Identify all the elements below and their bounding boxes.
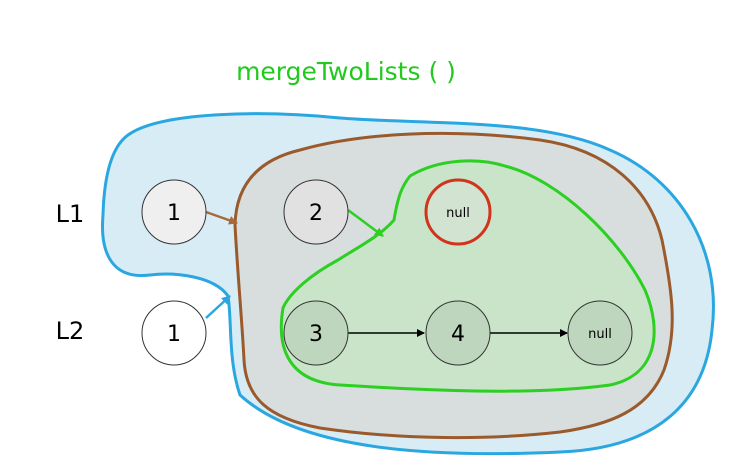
l1-null-node: null: [424, 178, 492, 246]
l1-node-1-value: 1: [167, 201, 181, 226]
diagram-title: mergeTwoLists ( ): [236, 57, 456, 86]
l2-node-1-value: 1: [167, 322, 181, 347]
l2-node-4: 4: [425, 300, 491, 366]
l2-next-arrow: [205, 295, 231, 319]
l1-node-1: 1: [141, 179, 207, 245]
l1-null-node-value: null: [446, 206, 470, 221]
l1-next-arrow: [205, 210, 238, 225]
node-2-next-arrow: [347, 208, 384, 238]
list-label-l2: L2: [56, 317, 85, 345]
l1-node-2: 2: [283, 179, 349, 245]
l2-node-3-value: 3: [309, 322, 323, 347]
l2-null-node: null: [567, 300, 633, 366]
l1-node-2-value: 2: [309, 201, 323, 226]
l2-node-3: 3: [283, 300, 349, 366]
l2-null-node-value: null: [588, 327, 612, 342]
list-label-l1: L1: [56, 200, 85, 228]
l2-node-4-value: 4: [451, 322, 465, 347]
l2-node-1: 1: [141, 300, 207, 366]
